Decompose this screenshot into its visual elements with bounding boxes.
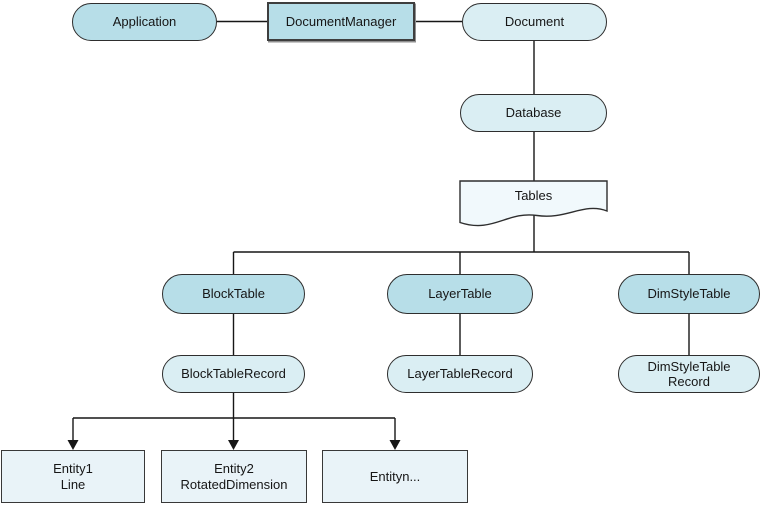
node-entityn-label: Entityn... xyxy=(369,468,421,484)
node-database-label: Database xyxy=(505,105,562,120)
node-block-table: BlockTable xyxy=(162,274,305,314)
node-document-manager-label: DocumentManager xyxy=(285,13,397,29)
node-layer-table-record-label: LayerTableRecord xyxy=(407,366,513,381)
node-document-manager: DocumentManager xyxy=(267,2,415,41)
node-entity2: Entity2 RotatedDimension xyxy=(161,450,307,503)
node-tables-label: Tables xyxy=(514,188,553,203)
node-layer-table: LayerTable xyxy=(387,274,533,314)
arrowhead-entity2 xyxy=(228,440,239,450)
arrowhead-entity1 xyxy=(67,440,79,450)
node-entity1-label: Entity1 Line xyxy=(53,460,93,492)
node-block-table-record-label: BlockTableRecord xyxy=(181,366,286,381)
node-dim-style-table: DimStyleTable xyxy=(618,274,760,314)
node-entityn: Entityn... xyxy=(322,450,468,503)
node-application-label: Application xyxy=(112,14,177,29)
node-entity2-label: Entity2 RotatedDimension xyxy=(180,460,288,492)
node-database: Database xyxy=(460,94,607,132)
node-dim-style-table-label: DimStyleTable xyxy=(647,286,731,301)
node-application: Application xyxy=(72,3,217,41)
node-block-table-label: BlockTable xyxy=(202,286,265,301)
node-tables: Tables xyxy=(460,184,607,208)
node-dim-style-table-record-label: DimStyleTable Record xyxy=(647,359,731,389)
node-document: Document xyxy=(462,3,607,41)
node-document-label: Document xyxy=(504,14,565,29)
node-block-table-record: BlockTableRecord xyxy=(162,355,305,393)
node-layer-table-label: LayerTable xyxy=(428,286,492,301)
node-layer-table-record: LayerTableRecord xyxy=(387,355,533,393)
node-dim-style-table-record: DimStyleTable Record xyxy=(618,355,760,393)
node-entity1: Entity1 Line xyxy=(1,450,145,503)
arrowhead-entityn xyxy=(389,440,401,450)
tables-document-shape xyxy=(459,180,608,227)
